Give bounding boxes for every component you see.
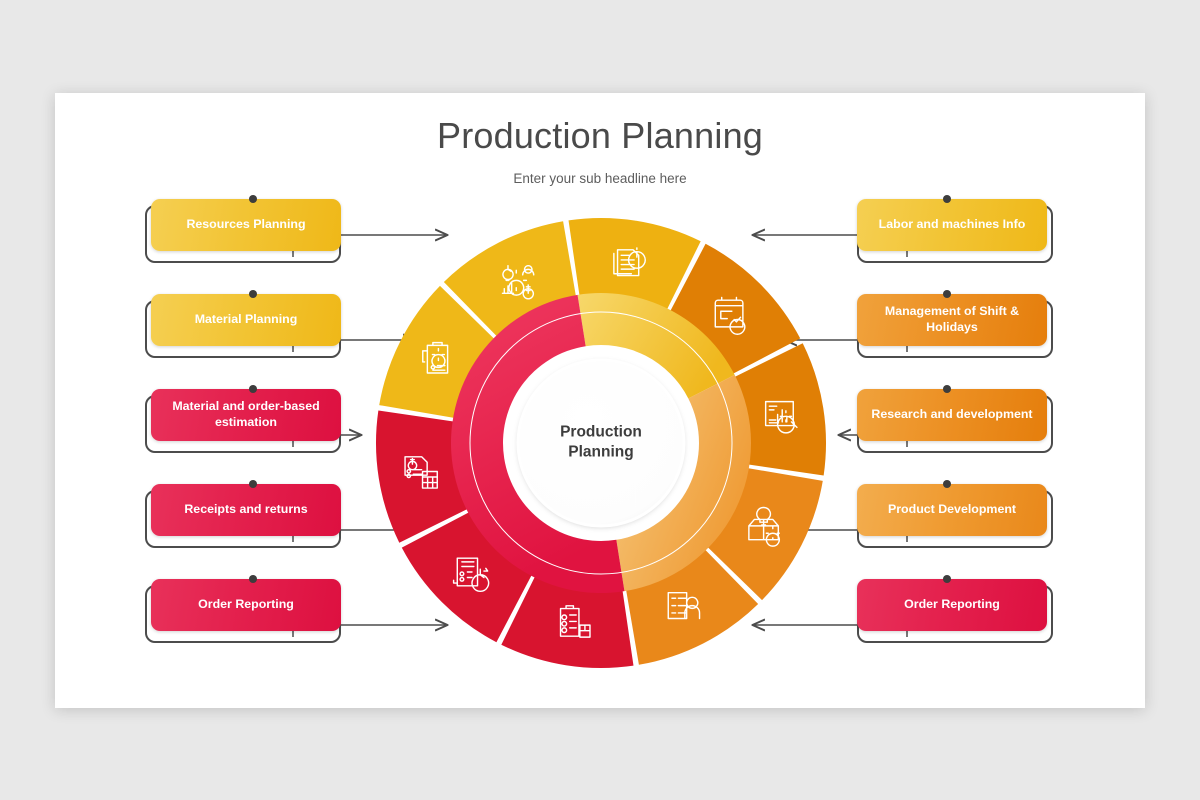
inner-ring-arc bbox=[616, 374, 751, 591]
box-chip[interactable]: Material and order-based estimation bbox=[151, 388, 341, 441]
resource-planning-icon bbox=[501, 264, 535, 299]
production-planning-donut: Production Planning bbox=[371, 213, 831, 673]
box-chip[interactable]: Research and development bbox=[857, 388, 1047, 441]
connector-dot bbox=[943, 384, 951, 393]
box-chip[interactable]: Resources Planning bbox=[151, 198, 341, 251]
box-chip[interactable]: Order Reporting bbox=[857, 578, 1047, 631]
label-text: Research and development bbox=[871, 406, 1033, 421]
label-box-research-and-development[interactable]: Research and development bbox=[857, 384, 1053, 453]
donut-inner-ring bbox=[451, 292, 751, 593]
connector-dot bbox=[249, 479, 257, 488]
hub-ring bbox=[516, 358, 686, 527]
label-text: Product Development bbox=[887, 501, 1017, 516]
connector-dot bbox=[943, 194, 951, 203]
slide-canvas: Production Planning Enter your sub headl… bbox=[55, 92, 1145, 708]
label-text: Labor and machines Info bbox=[878, 216, 1026, 231]
box-chip[interactable]: Material Planning bbox=[151, 293, 341, 346]
page-subtitle: Enter your sub headline here bbox=[513, 170, 687, 186]
label-text: Order Reporting bbox=[198, 596, 294, 611]
label-text: Material Planning bbox=[194, 311, 298, 326]
document-info-icon bbox=[613, 246, 646, 276]
report-person-icon bbox=[667, 591, 701, 619]
label-text: Resources Planning bbox=[186, 216, 306, 231]
box-lightbulb-icon bbox=[748, 506, 780, 547]
label-text: Order Reporting bbox=[904, 596, 1000, 611]
label-box-order-reporting-right[interactable]: Order Reporting bbox=[857, 574, 1053, 643]
connector-dot bbox=[249, 384, 257, 393]
connector-dot bbox=[249, 289, 257, 298]
label-box-product-development[interactable]: Product Development bbox=[857, 479, 1053, 548]
ring-separator bbox=[469, 311, 733, 574]
connector-dot bbox=[943, 479, 951, 488]
material-planning-icon bbox=[422, 341, 449, 374]
box-chip[interactable]: Management of Shift & Holidays bbox=[857, 293, 1047, 346]
page-title: Production Planning bbox=[436, 114, 764, 156]
box-chip[interactable]: Labor and machines Info bbox=[857, 198, 1047, 251]
connector-dot bbox=[249, 574, 257, 583]
segment-icons bbox=[404, 246, 798, 638]
label-text: Management of Shift & Holidays bbox=[884, 304, 1020, 334]
calendar-check-icon bbox=[714, 296, 746, 335]
box-chip[interactable]: Receipts and returns bbox=[151, 483, 341, 536]
order-checklist-icon bbox=[559, 604, 591, 638]
donut-svg bbox=[376, 217, 826, 668]
chart-magnifier-icon bbox=[764, 400, 798, 434]
label-box-receipts-and-returns[interactable]: Receipts and returns bbox=[145, 479, 341, 548]
label-box-material-planning[interactable]: Material Planning bbox=[145, 289, 341, 358]
box-chip[interactable]: Order Reporting bbox=[151, 578, 341, 631]
connector-dot bbox=[249, 194, 257, 203]
hub-circle bbox=[518, 359, 684, 526]
label-text: Material and order-based estimation bbox=[172, 399, 320, 429]
box-chip[interactable]: Product Development bbox=[857, 483, 1047, 536]
invoice-calculator-icon bbox=[404, 455, 438, 489]
inner-ring-arc bbox=[577, 292, 735, 399]
label-text: Receipts and returns bbox=[184, 501, 308, 516]
label-box-material-order-estimation[interactable]: Material and order-based estimation bbox=[145, 384, 341, 453]
label-box-order-reporting-left[interactable]: Order Reporting bbox=[145, 574, 341, 643]
label-box-labor-and-machines-info[interactable]: Labor and machines Info bbox=[857, 194, 1053, 263]
connector-dot bbox=[943, 574, 951, 583]
label-box-management-shift-holidays[interactable]: Management of Shift & Holidays bbox=[857, 289, 1053, 358]
label-box-resources-planning[interactable]: Resources Planning bbox=[145, 194, 341, 263]
tax-receipt-icon bbox=[452, 556, 490, 592]
connector-dot bbox=[943, 289, 951, 298]
